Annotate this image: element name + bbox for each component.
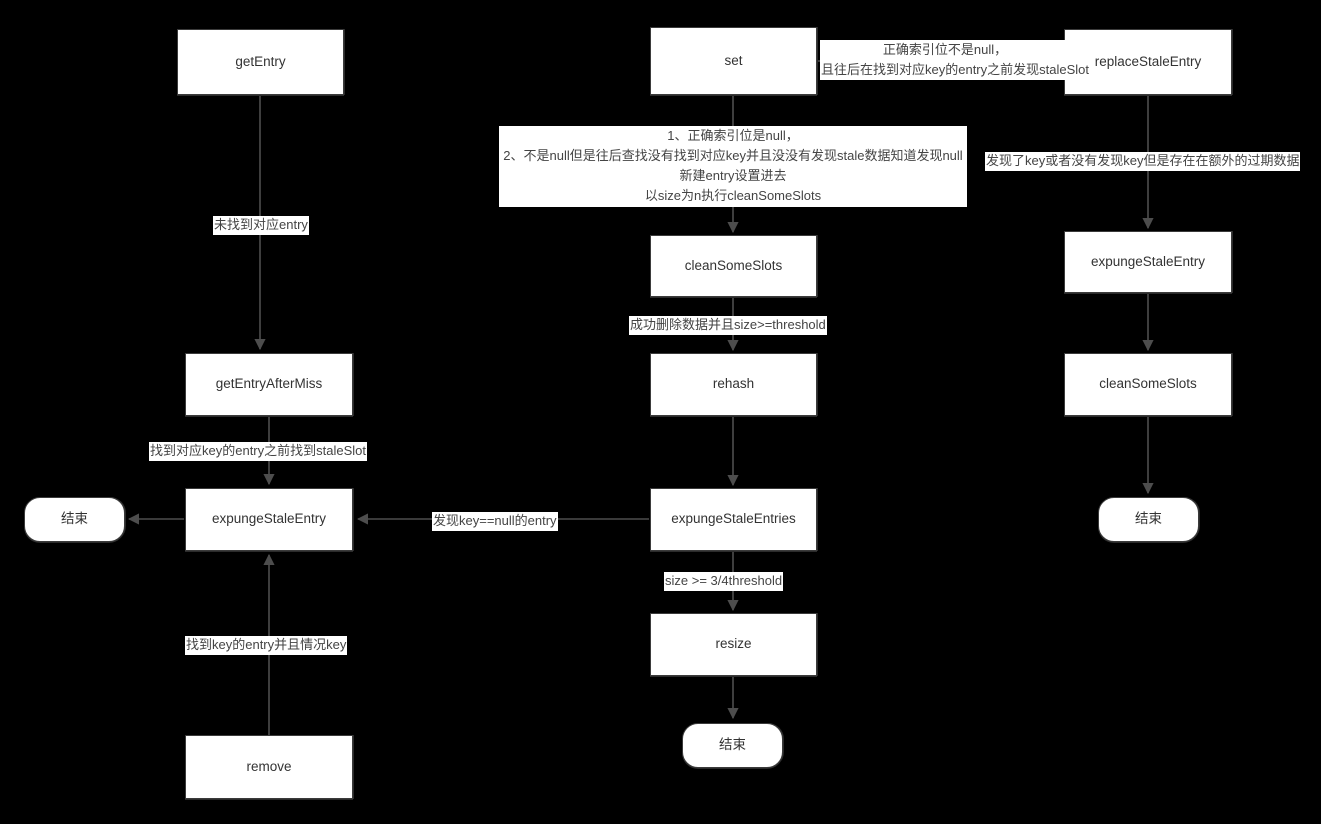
node-rehash[interactable]: rehash — [650, 353, 817, 416]
node-clean-some-slots-right[interactable]: cleanSomeSlots — [1064, 353, 1232, 416]
node-clean-some-slots-mid[interactable]: cleanSomeSlots — [650, 235, 817, 297]
node-expunge-stale-entries[interactable]: expungeStaleEntries — [650, 488, 817, 551]
node-label: expungeStaleEntries — [671, 511, 796, 527]
node-label: 结束 — [1135, 511, 1162, 527]
node-label: cleanSomeSlots — [1099, 376, 1197, 392]
node-label: set — [724, 52, 743, 68]
node-expunge-stale-entry-left[interactable]: expungeStaleEntry — [185, 488, 353, 551]
node-resize[interactable]: resize — [650, 613, 817, 676]
edge-label-expunge-entries-to-expunge-entry: 发现key==null的entry — [432, 512, 558, 531]
node-label: replaceStaleEntry — [1094, 53, 1202, 69]
edge-label-get-entry-to-after-miss: 未找到对应entry — [213, 216, 309, 235]
node-set[interactable]: set — [650, 27, 817, 95]
edge-label-clean-to-rehash: 成功删除数据并且size>=threshold — [629, 316, 827, 335]
node-label: getEntryAfterMiss — [215, 376, 323, 392]
node-replace-stale-entry[interactable]: replaceStaleEntry — [1064, 29, 1232, 95]
node-label: cleanSomeSlots — [684, 257, 783, 273]
edge-label-remove-to-expunge: 找到key的entry并且情况key — [185, 636, 348, 655]
node-label: expungeStaleEntry — [211, 511, 327, 527]
node-label: resize — [715, 636, 752, 652]
node-label: 结束 — [719, 737, 746, 753]
edge-label-set-to-clean-some-slots: 1、正确索引位是null， 2、不是null但是往后查找没有找到对应key并且没… — [499, 126, 967, 207]
edge-label-set-to-replace-stale-entry: 正确索引位不是null， 且往后在找到对应key的entry之前发现staleS… — [820, 40, 1089, 81]
node-label: expungeStaleEntry — [1090, 253, 1206, 269]
node-end-mid[interactable]: 结束 — [682, 723, 783, 768]
node-label: remove — [246, 758, 292, 774]
node-get-entry[interactable]: getEntry — [177, 29, 344, 95]
node-expunge-stale-entry-right[interactable]: expungeStaleEntry — [1064, 231, 1232, 293]
edge-label-replace-to-expunge-right: 发现了key或者没有发现key但是存在在额外的过期数据 — [985, 152, 1301, 171]
node-get-entry-after-miss[interactable]: getEntryAfterMiss — [185, 353, 353, 416]
edge-label-after-miss-to-expunge: 找到对应key的entry之前找到staleSlot — [149, 442, 367, 461]
node-label: rehash — [712, 376, 755, 392]
edge-label-entries-to-resize: size >= 3/4threshold — [664, 572, 784, 591]
node-label: getEntry — [235, 53, 286, 69]
node-remove[interactable]: remove — [185, 735, 353, 799]
node-end-left[interactable]: 结束 — [24, 497, 125, 542]
node-end-right[interactable]: 结束 — [1098, 497, 1199, 542]
node-label: 结束 — [61, 511, 88, 527]
